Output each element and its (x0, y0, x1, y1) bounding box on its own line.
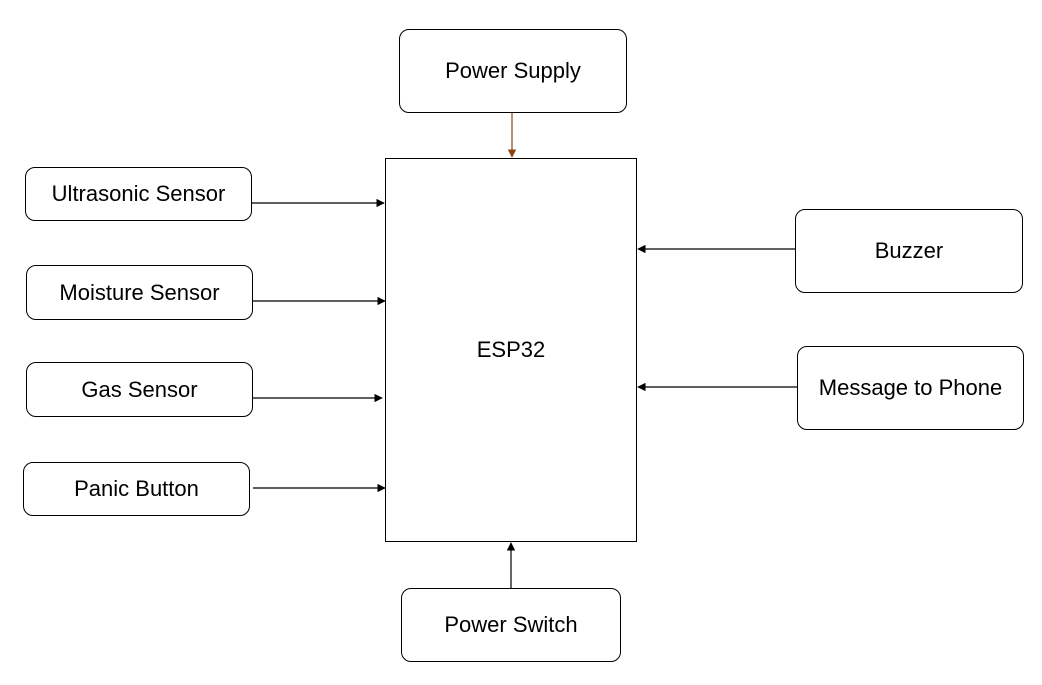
ultrasonic-sensor-label: Ultrasonic Sensor (51, 181, 226, 206)
gas-sensor-label: Gas Sensor (81, 376, 198, 402)
ultrasonic-sensor-node: Ultrasonic Sensor (25, 167, 252, 221)
gas-sensor-node: Gas Sensor (26, 362, 253, 417)
power-supply-node: Power Supply (399, 29, 627, 113)
buzzer-label: Buzzer (874, 238, 944, 263)
power-supply-label: Power Supply (445, 58, 581, 83)
panic-button-label: Panic Button (74, 476, 199, 501)
moisture-sensor-node: Moisture Sensor (26, 265, 253, 320)
esp32-controller-block: ESP32 (385, 158, 637, 542)
power-switch-node: Power Switch (401, 588, 621, 662)
message-to-phone-node: Message to Phone (797, 346, 1024, 430)
esp32-label: ESP32 (476, 337, 546, 362)
buzzer-node: Buzzer (795, 209, 1023, 293)
panic-button-node: Panic Button (23, 462, 250, 516)
power-switch-label: Power Switch (444, 612, 578, 637)
moisture-sensor-label: Moisture Sensor (59, 279, 220, 305)
message-to-phone-label: Message to Phone (818, 375, 1003, 400)
